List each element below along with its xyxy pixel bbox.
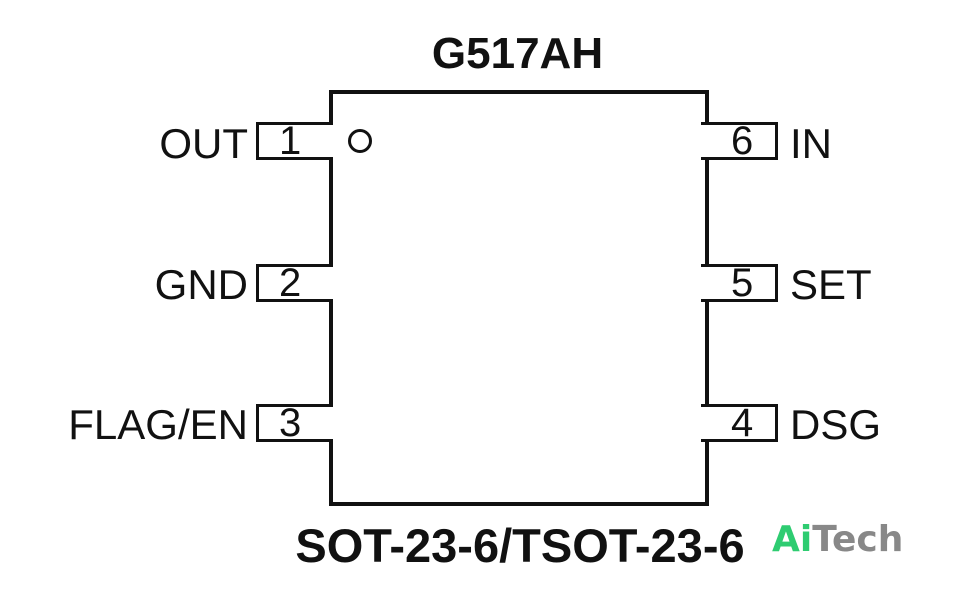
pin-label-gnd: GND <box>154 261 248 308</box>
pin-6: 6 <box>701 121 778 161</box>
chip-part-number: G517AH <box>431 29 604 78</box>
chip-body <box>329 90 709 506</box>
pin-label-dsg: DSG <box>790 401 882 448</box>
pin-label-flag-en: FLAG/EN <box>68 401 248 448</box>
pin-3: 3 <box>256 403 333 443</box>
watermark-tech: Tech <box>812 519 904 560</box>
pin-label-out: OUT <box>159 120 248 167</box>
pin1-indicator-dot <box>348 129 372 153</box>
pin-2: 2 <box>256 263 333 303</box>
pin-label-set: SET <box>790 261 872 308</box>
watermark-ai: Ai <box>772 519 813 560</box>
pin-label-in: IN <box>790 120 832 167</box>
pin-4: 4 <box>701 403 778 443</box>
pin-1: 1 <box>256 121 333 161</box>
package-name: SOT-23-6/TSOT-23-6 <box>295 519 745 572</box>
pin-5: 5 <box>701 263 778 303</box>
watermark-logo: AiTech <box>772 518 903 562</box>
